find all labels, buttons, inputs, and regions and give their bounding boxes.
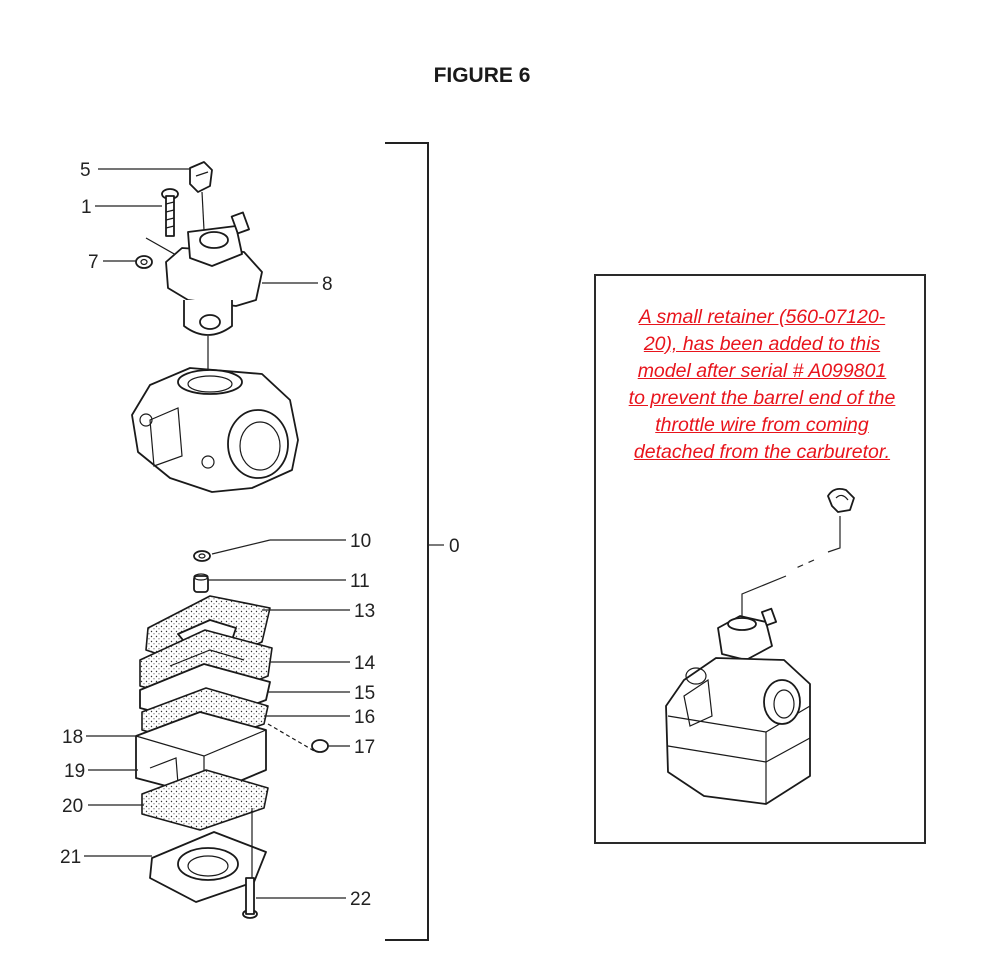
callout-21: 21 bbox=[60, 847, 81, 868]
callout-17: 17 bbox=[354, 737, 375, 758]
note-line: throttle wire from coming bbox=[655, 414, 869, 436]
callout-22: 22 bbox=[350, 889, 371, 910]
callout-labels: 5 1 7 8 10 11 13 14 15 16 17 18 19 20 21… bbox=[60, 160, 460, 910]
part-17-cap bbox=[267, 723, 329, 753]
retainer-inset-illustration bbox=[665, 487, 855, 805]
retainer-note-box: A small retainer (560-07120- 20), has be… bbox=[594, 274, 926, 844]
note-line: 20), has been added to this bbox=[643, 333, 881, 355]
assembly-bracket bbox=[385, 142, 444, 941]
retainer-note-text: A small retainer (560-07120- 20), has be… bbox=[608, 304, 916, 466]
callout-15: 15 bbox=[354, 683, 375, 704]
part-1-screw bbox=[161, 188, 179, 237]
retainer-clip bbox=[741, 487, 855, 616]
part-20-gasket bbox=[141, 769, 269, 831]
part-5-knob bbox=[189, 161, 213, 231]
note-line: model after serial # A099801 bbox=[637, 360, 887, 382]
figure-title: FIGURE 6 bbox=[433, 64, 531, 87]
mini-carburetor bbox=[665, 607, 811, 805]
part-11-jet bbox=[193, 573, 209, 593]
leader-lines bbox=[84, 168, 350, 899]
callout-20: 20 bbox=[62, 796, 83, 817]
part-22-screw bbox=[242, 877, 258, 919]
callout-1: 1 bbox=[81, 197, 92, 218]
callout-7: 7 bbox=[88, 252, 99, 273]
callout-16: 16 bbox=[354, 707, 375, 728]
carburetor-body bbox=[131, 367, 299, 493]
callout-8: 8 bbox=[322, 274, 333, 295]
callout-5: 5 bbox=[80, 160, 91, 181]
callout-13: 13 bbox=[354, 601, 375, 622]
part-18-19-pump-body bbox=[135, 711, 267, 797]
part-10-washer bbox=[193, 550, 211, 562]
callout-11: 11 bbox=[350, 571, 370, 592]
callout-0: 0 bbox=[449, 536, 460, 557]
note-line: A small retainer (560-07120- bbox=[638, 306, 886, 328]
note-line: detached from the carburetor. bbox=[633, 441, 891, 463]
callout-10: 10 bbox=[350, 531, 371, 552]
callout-18: 18 bbox=[62, 727, 83, 748]
note-line: to prevent the barrel end of the bbox=[628, 387, 896, 409]
part-8-barrel-housing bbox=[165, 211, 263, 375]
callout-14: 14 bbox=[354, 653, 376, 674]
callout-19: 19 bbox=[64, 761, 85, 782]
